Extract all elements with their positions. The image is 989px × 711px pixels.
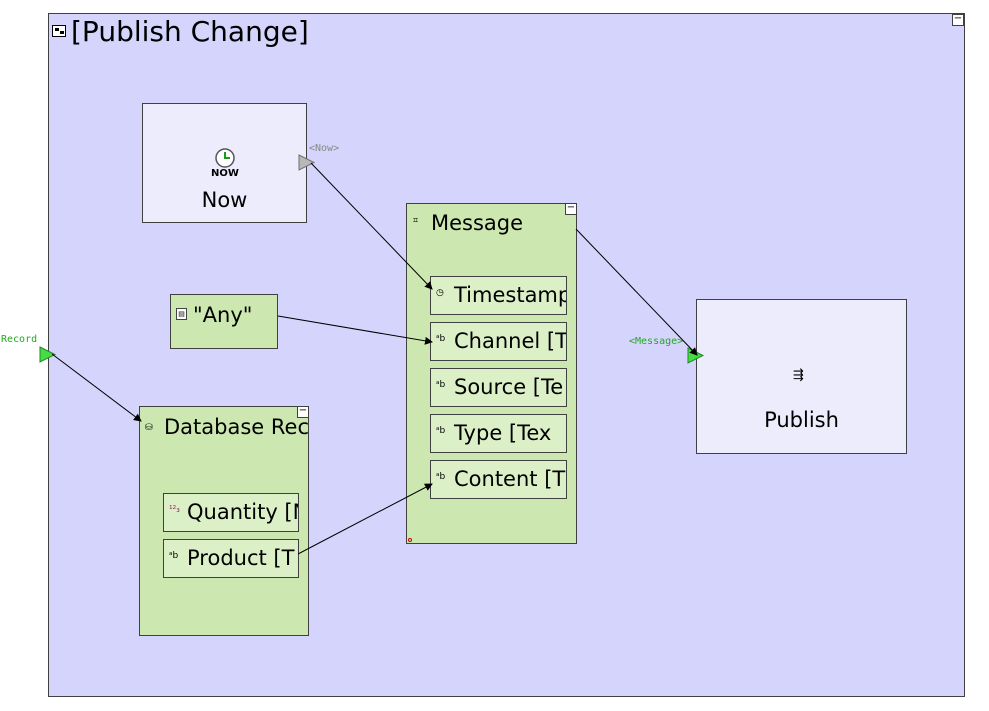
clock-icon: ◷ bbox=[436, 288, 444, 298]
field-label: Quantity [N bbox=[187, 500, 299, 524]
field-label: Product [T bbox=[187, 546, 295, 570]
publish-node[interactable]: ⇶ Publish bbox=[696, 299, 907, 454]
database-record-collapse-button[interactable]: − bbox=[297, 406, 308, 418]
field-label: Type [Tex bbox=[454, 421, 552, 445]
field-label: Channel [T bbox=[454, 329, 567, 353]
message-field-channel[interactable]: ᵃb Channel [T bbox=[430, 322, 567, 361]
message-field-type[interactable]: ᵃb Type [Tex bbox=[430, 414, 567, 453]
now-node-label: Now bbox=[201, 188, 248, 212]
text-type-icon: ᵃb bbox=[436, 472, 446, 482]
now-output-port[interactable] bbox=[298, 154, 316, 172]
database-icon: ⛁ bbox=[145, 423, 153, 433]
group-icon bbox=[52, 25, 66, 37]
message-collapse-button[interactable]: − bbox=[565, 202, 577, 215]
text-type-icon: ᵃb bbox=[436, 334, 446, 344]
number-type-icon: ¹²₃ bbox=[169, 505, 180, 515]
any-constant-node[interactable]: ▤ "Any" bbox=[170, 294, 278, 349]
publish-node-label: Publish bbox=[764, 408, 839, 432]
text-type-icon: ᵃb bbox=[436, 380, 446, 390]
text-type-icon: ᵃb bbox=[436, 426, 446, 436]
record-port-label: Record bbox=[1, 334, 38, 345]
group-title: [Publish Change] bbox=[71, 15, 309, 48]
message-field-content[interactable]: ᵃb Content [T bbox=[430, 460, 567, 499]
message-node-label: Message bbox=[431, 211, 524, 235]
message-field-source[interactable]: ᵃb Source [Te bbox=[430, 368, 567, 407]
record-type-icon: ⌗ bbox=[413, 216, 419, 226]
message-node[interactable]: ⌗ Message − ◷ Timestamp ᵃb Channel [T ᵃb… bbox=[406, 203, 577, 544]
group-collapse-button[interactable]: − bbox=[952, 13, 964, 26]
field-label: Source [Te bbox=[454, 375, 564, 399]
clock-now-icon bbox=[215, 148, 235, 168]
text-type-icon: ᵃb bbox=[169, 551, 179, 561]
database-record-label: Database Rec bbox=[164, 415, 309, 439]
now-icon-caption: NOW bbox=[211, 168, 239, 179]
field-label: Content [T bbox=[454, 467, 566, 491]
now-port-label: <Now> bbox=[309, 143, 340, 154]
database-record-node[interactable]: ⛁ Database Rec − ¹²₃ Quantity [N ᵃb Prod… bbox=[139, 406, 309, 636]
record-input-port[interactable] bbox=[39, 346, 57, 364]
any-node-label: "Any" bbox=[193, 303, 253, 327]
field-label: Timestamp bbox=[454, 283, 567, 307]
db-field-product[interactable]: ᵃb Product [T bbox=[163, 539, 299, 578]
constant-icon: ▤ bbox=[176, 308, 187, 320]
now-node[interactable]: NOW Now bbox=[142, 103, 307, 223]
db-field-quantity[interactable]: ¹²₃ Quantity [N bbox=[163, 493, 299, 532]
message-field-timestamp[interactable]: ◷ Timestamp bbox=[430, 276, 567, 315]
publish-port-label: <Message> bbox=[629, 336, 684, 347]
publish-icon: ⇶ bbox=[793, 368, 804, 383]
error-marker-icon bbox=[408, 538, 412, 542]
message-input-port[interactable] bbox=[687, 347, 705, 365]
